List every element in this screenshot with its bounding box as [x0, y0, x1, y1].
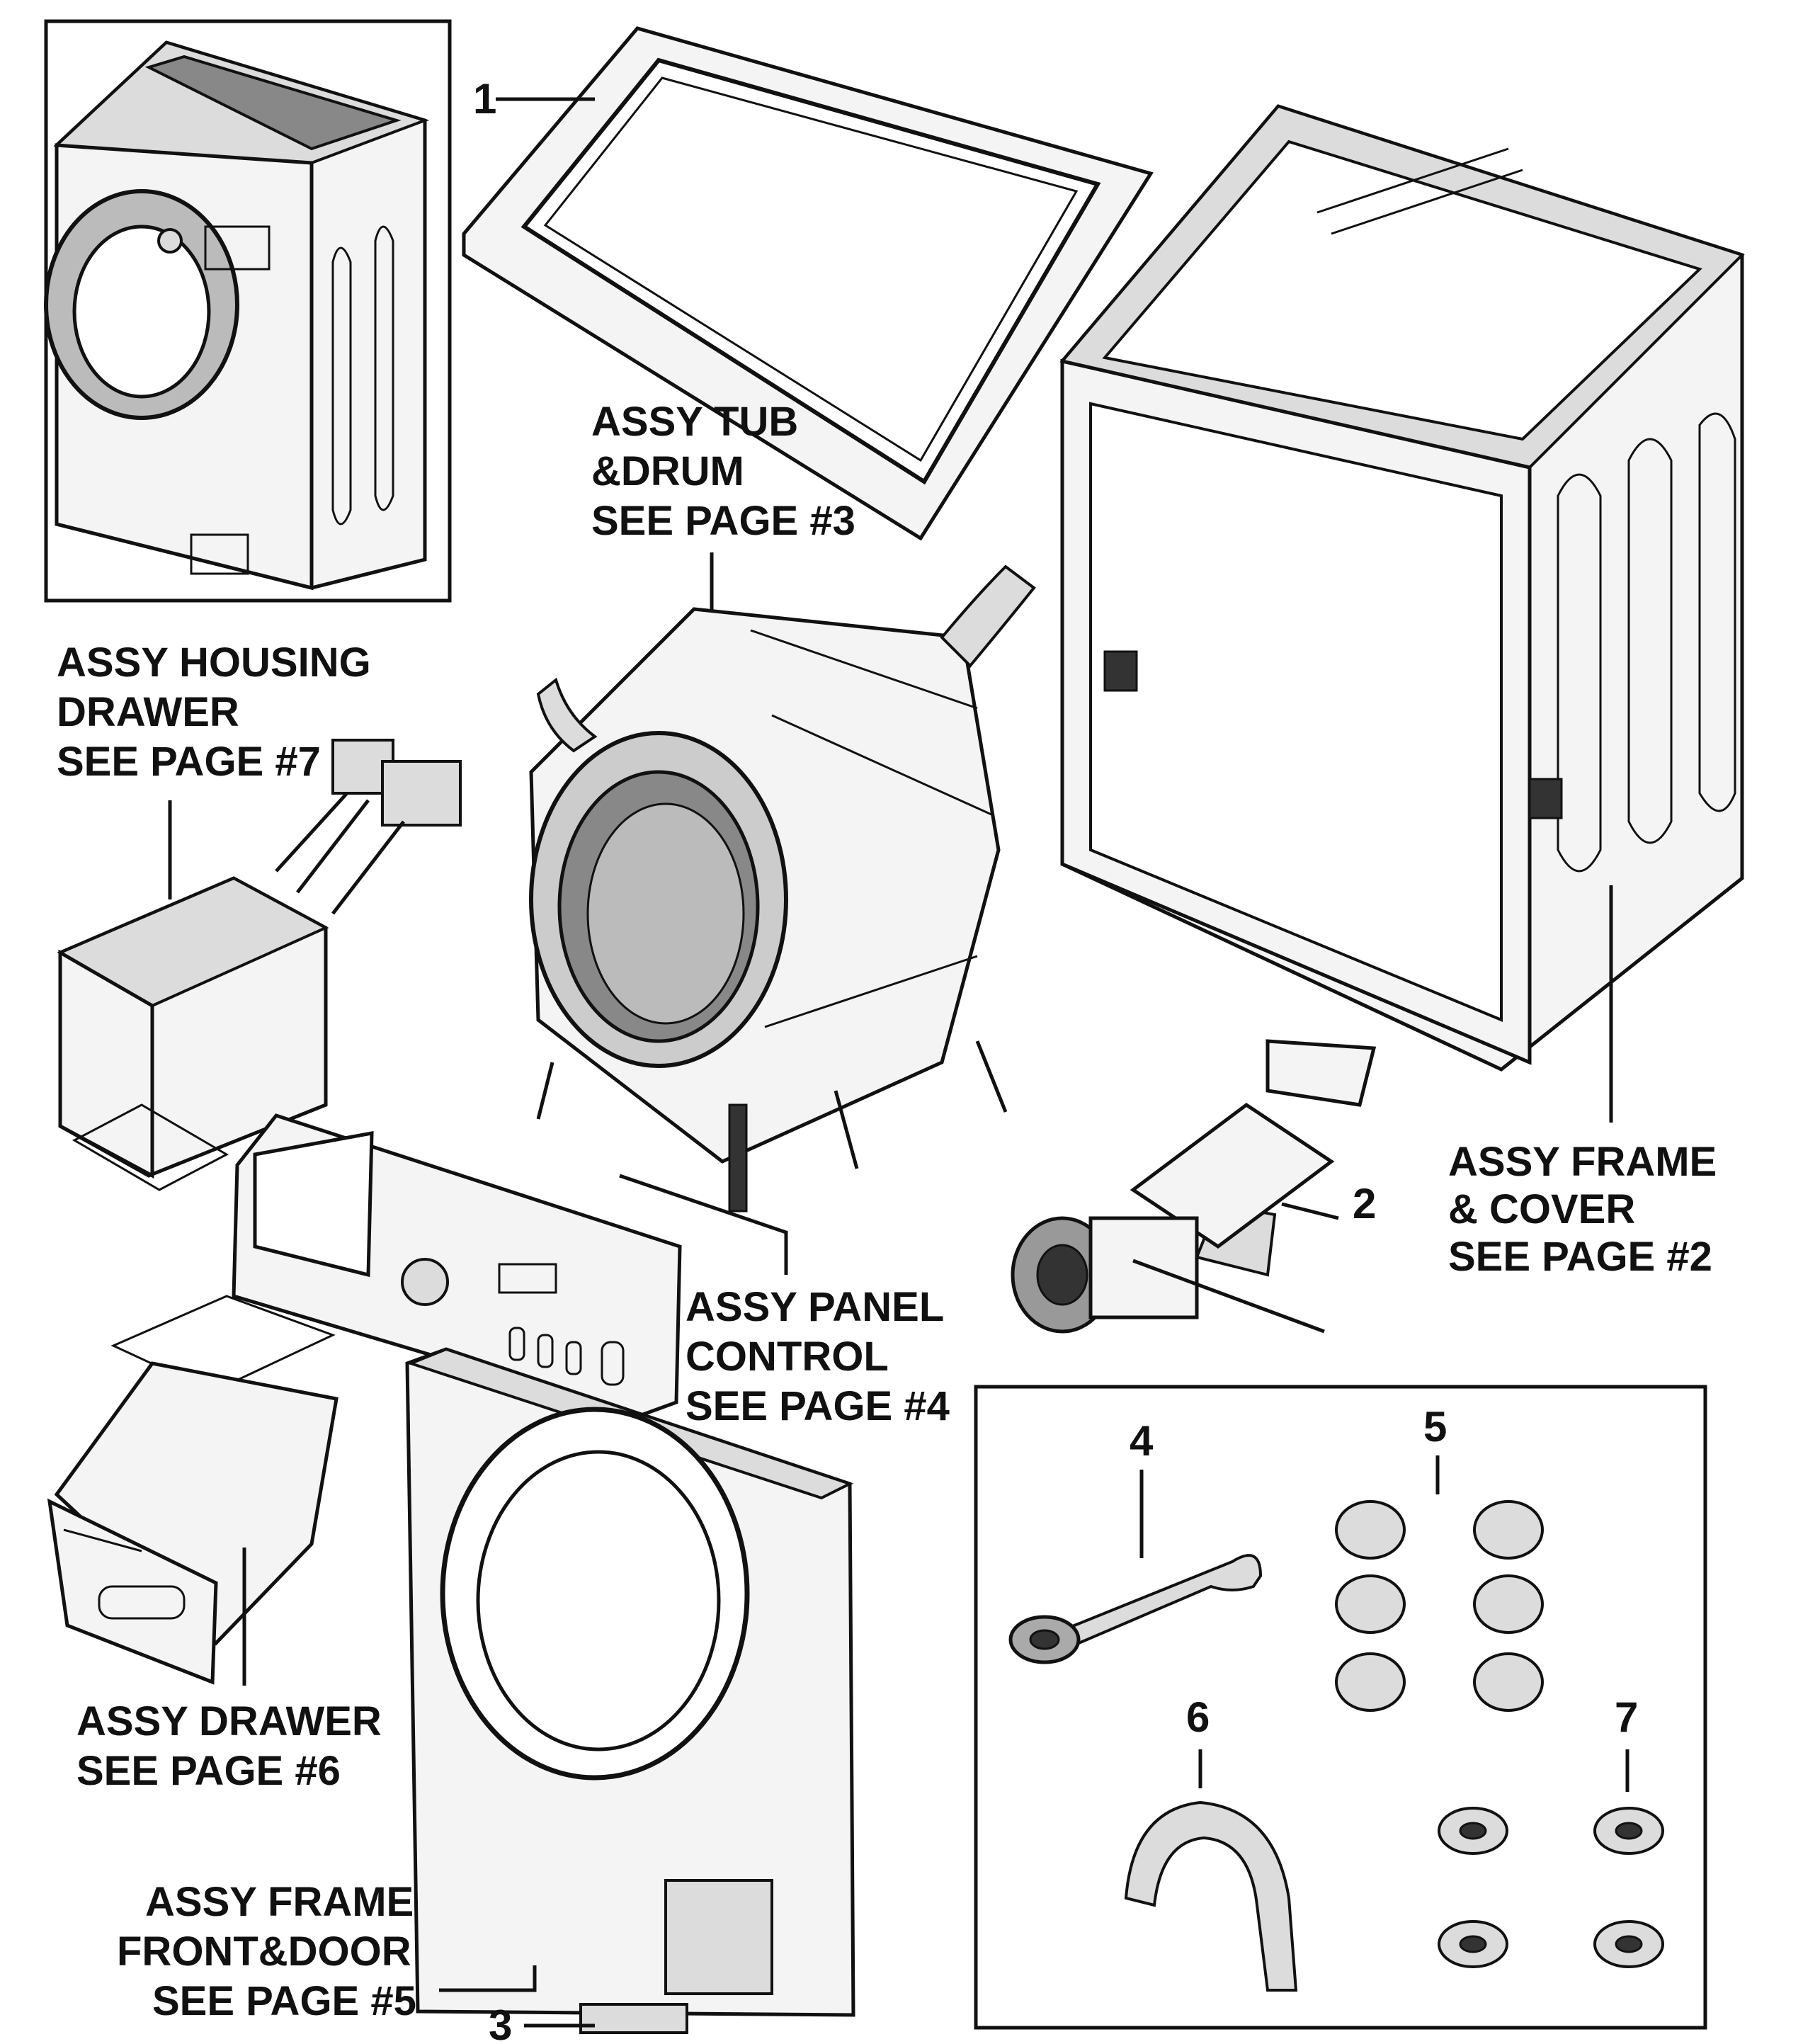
callout-1: 1 — [473, 75, 496, 123]
callout-3: 3 — [489, 2002, 512, 2044]
overview-washer-inset — [44, 19, 452, 603]
callout-5: 5 — [1423, 1403, 1447, 1450]
label-assy-panel-control: ASSY PANEL CONTROL SEE PAGE #4 — [686, 1284, 950, 1429]
water-valves-hoses — [275, 739, 462, 915]
callout-4: 4 — [1130, 1417, 1154, 1465]
tub-drum-assembly — [529, 564, 1036, 1213]
label-assy-frame-front-door: ASSY FRAME FRONT&DOOR SEE PAGE #5 — [117, 1879, 416, 2024]
svg-text:ASSY PANEL: ASSY PANEL — [686, 1284, 944, 1330]
callout-6: 6 — [1186, 1693, 1210, 1741]
label-assy-housing-drawer: ASSY HOUSING DRAWER SEE PAGE #7 — [57, 640, 371, 899]
svg-text:SEE PAGE #7: SEE PAGE #7 — [57, 739, 321, 785]
label-assy-tub-drum: ASSY TUB &DRUM SEE PAGE #3 — [591, 399, 855, 623]
callout-7: 7 — [1615, 1693, 1638, 1741]
svg-text:SEE PAGE #2: SEE PAGE #2 — [1448, 1234, 1712, 1280]
svg-text:FRONT&DOOR: FRONT&DOOR — [117, 1929, 411, 1975]
callout-2: 2 — [1353, 1180, 1376, 1227]
svg-text:SEE PAGE #4: SEE PAGE #4 — [686, 1383, 950, 1429]
detergent-drawer — [47, 1361, 339, 1686]
svg-text:& COVER: & COVER — [1448, 1186, 1635, 1232]
label-assy-frame-cover: ASSY FRAME & COVER SEE PAGE #2 — [1448, 1139, 1717, 1280]
svg-text:ASSY FRAME: ASSY FRAME — [145, 1879, 414, 1925]
accessory-parts-box: 4 5 6 7 — [974, 1385, 1707, 2030]
svg-text:&DRUM: &DRUM — [591, 448, 744, 494]
svg-text:DRAWER: DRAWER — [57, 689, 239, 735]
front-frame-door: 3 — [405, 1347, 855, 2044]
svg-text:CONTROL: CONTROL — [686, 1334, 889, 1380]
svg-text:ASSY TUB: ASSY TUB — [591, 399, 798, 445]
svg-text:SEE PAGE #6: SEE PAGE #6 — [76, 1748, 341, 1794]
svg-text:ASSY DRAWER: ASSY DRAWER — [76, 1698, 382, 1744]
svg-text:ASSY HOUSING: ASSY HOUSING — [57, 640, 371, 686]
housing-drawer — [57, 876, 329, 1191]
label-assy-drawer: ASSY DRAWER SEE PAGE #6 — [76, 1698, 382, 1794]
drain-pump-hose: 2 — [1011, 1039, 1376, 1334]
cabinet-frame — [1059, 104, 1745, 1123]
svg-text:SEE PAGE #3: SEE PAGE #3 — [591, 498, 855, 544]
svg-text:SEE PAGE #5: SEE PAGE #5 — [152, 1978, 416, 2024]
control-panel — [110, 1113, 788, 1419]
svg-text:ASSY FRAME: ASSY FRAME — [1448, 1139, 1717, 1185]
top-cover: 1 — [462, 26, 1154, 541]
